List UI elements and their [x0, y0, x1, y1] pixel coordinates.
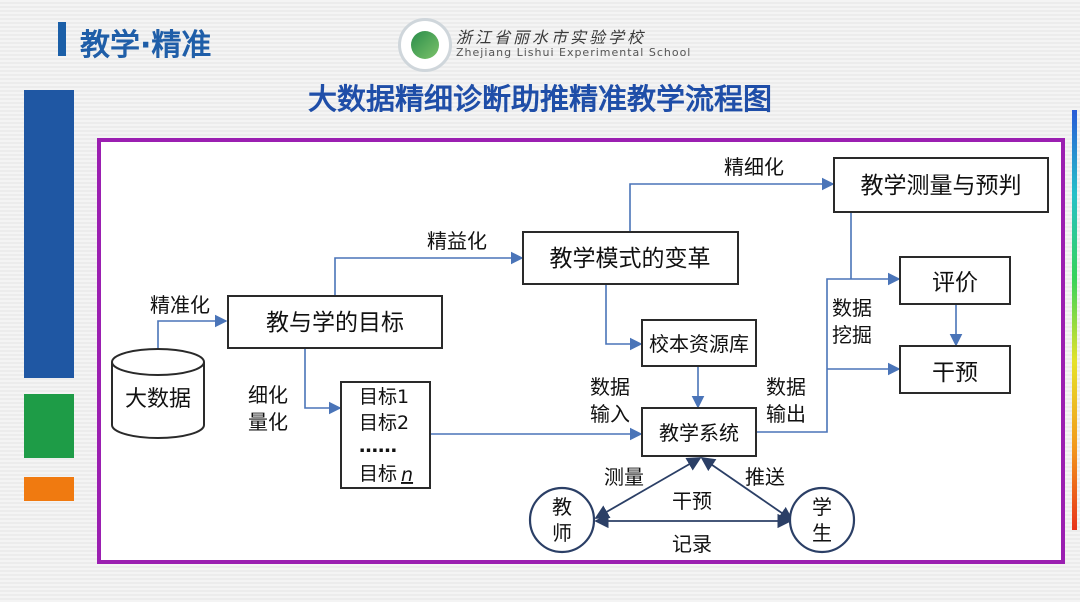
label-output-2: 输出 — [766, 402, 806, 426]
label-push: 推送 — [745, 465, 785, 489]
label-output-1: 数据 — [766, 375, 806, 399]
intervene-box — [899, 345, 1011, 394]
school-name-cn: 浙江省丽水市实验学校 — [456, 28, 647, 47]
arrow-mode-to-resource — [605, 285, 643, 351]
goal-box-label: 教与学的目标 — [266, 310, 404, 336]
measure-box — [833, 157, 1049, 213]
label-detail: 细化 — [248, 383, 288, 407]
arrow-teacher-system — [594, 457, 702, 519]
goal-box — [227, 295, 443, 349]
targets-box — [340, 381, 431, 489]
label-mining-2: 挖掘 — [832, 323, 872, 347]
label-measure: 测量 — [604, 465, 644, 489]
target-2: 目标2 — [359, 412, 409, 434]
resource-box-label: 校本资源库 — [649, 332, 749, 356]
header-accent-bar — [58, 22, 66, 56]
system-box — [641, 407, 757, 457]
decor-block-orange — [24, 477, 74, 501]
teacher-label-1: 教 — [552, 495, 572, 519]
resource-box — [641, 319, 757, 367]
decor-rainbow-line — [1072, 110, 1077, 530]
teacher-label-2: 师 — [552, 521, 572, 545]
label-record: 记录 — [672, 532, 712, 556]
student-label-2: 生 — [812, 521, 832, 545]
decor-block-green — [24, 394, 74, 458]
school-logo-icon — [398, 18, 452, 72]
student-circle — [788, 486, 856, 554]
intervene-box-label: 干预 — [932, 360, 978, 386]
target-n-italic: n — [401, 464, 413, 486]
teacher-circle — [528, 486, 596, 554]
eval-box-label: 评价 — [932, 270, 978, 296]
arrow-goal-to-targets — [304, 349, 342, 415]
target-1: 目标1 — [359, 386, 409, 408]
arrow-bigdata-to-goal — [157, 314, 228, 353]
label-refine-benefit: 精益化 — [427, 229, 487, 253]
target-ellipsis: …… — [359, 435, 397, 457]
arrow-system-student — [700, 456, 794, 522]
label-intervene-edge: 干预 — [672, 489, 712, 513]
label-input-2: 输入 — [590, 402, 630, 426]
header-title: 教学·精准 — [80, 28, 212, 63]
big-data-cylinder: 大数据 — [111, 348, 205, 439]
arrow-goal-to-mode — [334, 251, 524, 296]
label-input-1: 数据 — [590, 375, 630, 399]
big-data-label: 大数据 — [125, 387, 191, 412]
arrow-mode-to-measure — [629, 177, 835, 232]
arrow-system-to-eval — [756, 272, 901, 433]
measure-box-label: 教学测量与预判 — [861, 173, 1022, 199]
eval-box — [899, 256, 1011, 305]
student-label-1: 学 — [812, 495, 832, 519]
system-box-label: 教学系统 — [659, 421, 739, 445]
school-name-en: Zhejiang Lishui Experimental School — [456, 46, 692, 59]
target-n-prefix: 目标 — [359, 463, 397, 485]
label-precise: 精准化 — [150, 293, 210, 317]
mode-box-label: 教学模式的变革 — [550, 246, 711, 272]
label-mining-1: 数据 — [832, 296, 872, 320]
label-quantify: 量化 — [248, 410, 288, 434]
mode-box — [522, 231, 739, 285]
main-title: 大数据精细诊断助推精准教学流程图 — [307, 82, 772, 116]
decor-block-blue — [24, 90, 74, 378]
label-refine-detail: 精细化 — [724, 155, 784, 179]
